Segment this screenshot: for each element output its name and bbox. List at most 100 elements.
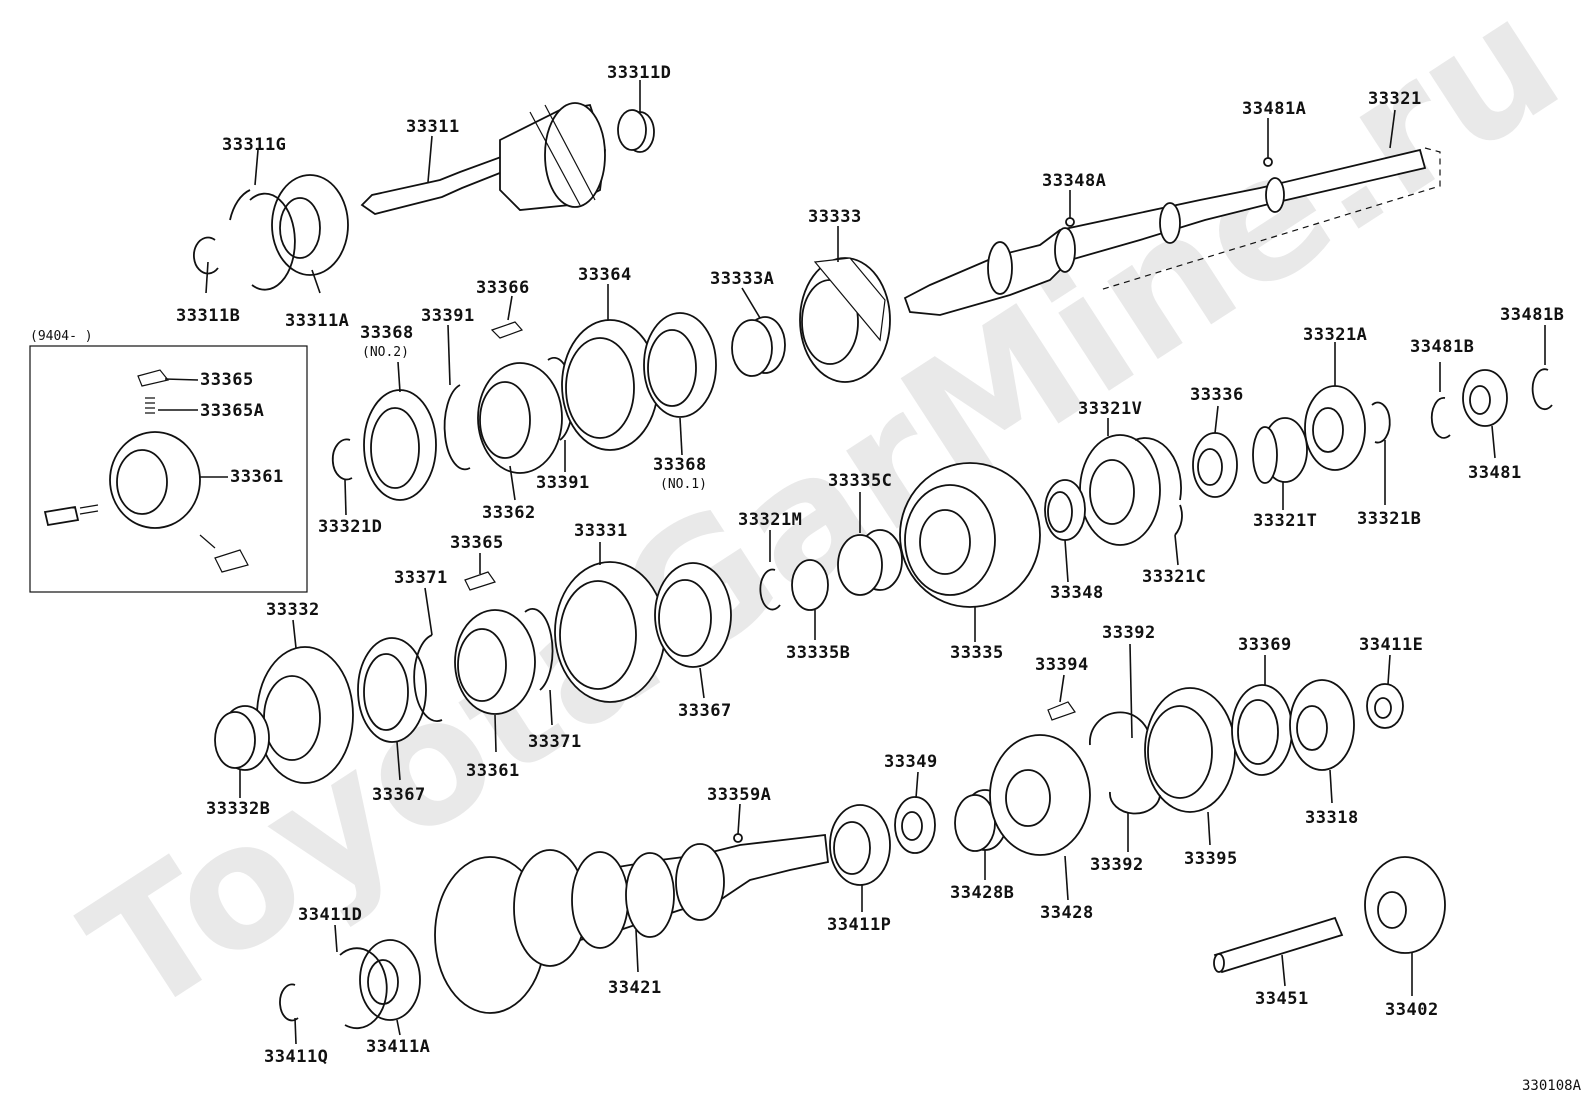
label-33333A[interactable]: 33333A: [710, 269, 774, 289]
snap-ring-33321D[interactable]: [331, 438, 353, 481]
sleeve-33364[interactable]: [561, 319, 659, 451]
label-33366[interactable]: 33366: [476, 278, 530, 298]
label-33428[interactable]: 33428: [1040, 903, 1094, 923]
label-33394[interactable]: 33394: [1035, 655, 1089, 675]
hub-33361-main[interactable]: [454, 609, 536, 715]
label-33392-top[interactable]: 33392: [1102, 623, 1156, 643]
label-33365-inset[interactable]: 33365: [200, 370, 254, 390]
gear-33336[interactable]: [1192, 432, 1238, 498]
sleeve-33321T[interactable]: [1252, 417, 1308, 484]
label-33361-main[interactable]: 33361: [466, 761, 520, 781]
label-33348A[interactable]: 33348A: [1042, 171, 1106, 191]
spring-33392-lower[interactable]: [1109, 791, 1161, 815]
label-33391-bottom[interactable]: 33391: [536, 473, 590, 493]
bearing-33411A[interactable]: [359, 939, 421, 1021]
bearing-33321V[interactable]: [1079, 434, 1161, 546]
sleeve-33395[interactable]: [1144, 687, 1236, 813]
label-33481A[interactable]: 33481A: [1242, 99, 1306, 119]
spring-33392-upper[interactable]: [1089, 711, 1151, 746]
gear-33333[interactable]: [799, 257, 891, 383]
label-33321V[interactable]: 33321V: [1078, 399, 1142, 419]
nut-33481[interactable]: [1462, 369, 1508, 427]
gear-33402[interactable]: [1364, 856, 1446, 954]
key-inset-lower[interactable]: [199, 534, 249, 573]
bearing-33321A[interactable]: [1304, 385, 1366, 471]
label-33411Q[interactable]: 33411Q: [264, 1047, 328, 1067]
label-33321M[interactable]: 33321M: [738, 510, 802, 530]
pin-inset[interactable]: [43, 504, 99, 527]
spring-33391-upper[interactable]: [443, 384, 471, 471]
label-33395[interactable]: 33395: [1184, 849, 1238, 869]
label-33335B[interactable]: 33335B: [786, 643, 850, 663]
label-33421[interactable]: 33421: [608, 978, 662, 998]
snap-ring-33311B[interactable]: [193, 236, 219, 275]
label-33481B-right[interactable]: 33481B: [1500, 305, 1564, 325]
spacer-33348[interactable]: [1044, 479, 1086, 541]
shaft-33451[interactable]: [1213, 916, 1344, 974]
label-33321D[interactable]: 33321D: [318, 517, 382, 537]
bearing-33335C[interactable]: [837, 529, 903, 596]
output-shaft-33321[interactable]: [903, 147, 1441, 316]
label-33311[interactable]: 33311: [406, 117, 460, 137]
label-33332B[interactable]: 33332B: [206, 799, 270, 819]
label-33402[interactable]: 33402: [1385, 1000, 1439, 1020]
input-shaft-33311[interactable]: [360, 102, 606, 215]
label-33321[interactable]: 33321: [1368, 89, 1422, 109]
spacer-33335B[interactable]: [791, 559, 829, 611]
key-33394[interactable]: [1047, 701, 1076, 721]
bearing-33411P[interactable]: [829, 804, 891, 886]
label-33318[interactable]: 33318: [1305, 808, 1359, 828]
label-33321A[interactable]: 33321A: [1303, 325, 1367, 345]
label-33367-left[interactable]: 33367: [372, 785, 426, 805]
label-33332[interactable]: 33332: [266, 600, 320, 620]
label-33311B[interactable]: 33311B: [176, 306, 240, 326]
label-33335[interactable]: 33335: [950, 643, 1004, 663]
synchronizer-ring-33367-left[interactable]: [357, 637, 427, 743]
gear-33332[interactable]: [256, 646, 354, 784]
gear-33335[interactable]: [899, 462, 1041, 608]
bearing-33311D[interactable]: [617, 109, 655, 153]
label-33481B-left[interactable]: 33481B: [1410, 337, 1474, 357]
label-33481[interactable]: 33481: [1468, 463, 1522, 483]
label-33411P[interactable]: 33411P: [827, 915, 891, 935]
label-33391-top[interactable]: 33391: [421, 306, 475, 326]
gear-33428[interactable]: [989, 734, 1091, 856]
synchronizer-ring-33368-no2[interactable]: [363, 389, 437, 501]
spring-33371-lower[interactable]: [524, 608, 554, 691]
gear-33318[interactable]: [1289, 679, 1355, 771]
label-33428B[interactable]: 33428B: [950, 883, 1014, 903]
label-33365-main[interactable]: 33365: [450, 533, 504, 553]
label-33411E[interactable]: 33411E: [1359, 635, 1423, 655]
label-33371-bottom[interactable]: 33371: [528, 732, 582, 752]
label-33392-bottom[interactable]: 33392: [1090, 855, 1144, 875]
nut-33411E[interactable]: [1366, 683, 1404, 729]
label-33411A[interactable]: 33411A: [366, 1037, 430, 1057]
label-33361-inset[interactable]: 33361: [230, 467, 284, 487]
ring-33369[interactable]: [1231, 684, 1293, 776]
label-33451[interactable]: 33451: [1255, 989, 1309, 1009]
label-33362[interactable]: 33362: [482, 503, 536, 523]
label-33335C[interactable]: 33335C: [828, 471, 892, 491]
label-33365A[interactable]: 33365A: [200, 401, 264, 421]
snap-ring-33481B-left[interactable]: [1430, 397, 1451, 439]
bearing-33333A[interactable]: [731, 316, 786, 377]
spacer-33349[interactable]: [894, 796, 936, 854]
spring-33365A[interactable]: [145, 397, 155, 414]
label-33359A[interactable]: 33359A: [707, 785, 771, 805]
label-33368-top[interactable]: 33368: [360, 323, 414, 343]
label-33349[interactable]: 33349: [884, 752, 938, 772]
snap-ring-33411D[interactable]: [339, 947, 388, 1030]
snap-ring-33481B-right[interactable]: [1531, 368, 1553, 411]
label-33321B[interactable]: 33321B: [1357, 509, 1421, 529]
snap-ring-33311G[interactable]: [229, 189, 296, 291]
key-33365-inset[interactable]: [137, 369, 170, 387]
sleeve-33331[interactable]: [554, 561, 666, 703]
label-33411D[interactable]: 33411D: [298, 905, 362, 925]
key-33366[interactable]: [490, 321, 524, 339]
synchronizer-ring-33367-right[interactable]: [654, 562, 732, 668]
snap-ring-33321C[interactable]: [1134, 437, 1183, 536]
snap-ring-33321B[interactable]: [1371, 401, 1391, 444]
label-33311G[interactable]: 33311G: [222, 135, 286, 155]
snap-ring-33411Q[interactable]: [279, 983, 299, 1022]
key-33365-main[interactable]: [464, 571, 496, 591]
